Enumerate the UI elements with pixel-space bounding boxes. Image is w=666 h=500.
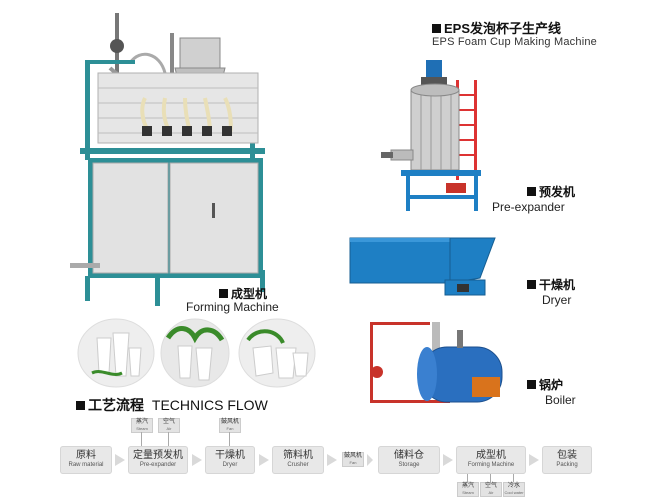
boiler-label-cn: 锅炉 [527,376,563,394]
square-bullet-icon [432,24,441,33]
page-title-cn: EPS发泡杯子生产线 [432,18,561,38]
square-bullet-icon [527,380,536,389]
square-bullet-icon [527,280,536,289]
boiler-image [370,322,503,403]
pre-expander-image [381,60,481,211]
flow-arrow-icon [443,454,453,466]
flow-connector [141,432,142,446]
flow-arrow-icon [327,454,337,466]
flow-arrow-icon [192,454,202,466]
flow-connector [168,432,169,446]
square-bullet-icon [219,289,228,298]
dryer-label-en: Dryer [542,293,572,307]
flow-arrow-icon [367,454,373,466]
foam-cups-photo-1 [77,318,155,388]
page-title-en: EPS Foam Cup Making Machine [432,36,597,48]
flow-arrow-icon [259,454,269,466]
flow-connector [490,474,491,482]
dryer-image [349,237,496,296]
flow-connector [467,474,468,482]
forming-machine-label-en: Forming Machine [186,300,279,314]
flow-connector [229,432,230,446]
flow-arrow-icon [529,454,539,466]
dryer-label-cn: 干燥机 [527,276,575,294]
pre-expander-label-cn: 预发机 [527,183,575,201]
technics-flow-heading: 工艺流程 TECHNICS FLOW [76,395,268,415]
foam-cups-photo-2 [160,318,230,388]
square-bullet-icon [527,187,536,196]
boiler-label-en: Boiler [545,393,576,407]
flow-connector [513,474,514,482]
foam-cups-photo-3 [238,318,316,388]
forming-machine-label-cn: 成型机 [219,285,267,303]
flow-arrow-icon [115,454,125,466]
square-bullet-icon [76,401,85,410]
forming-machine-image [70,13,265,306]
pre-expander-label-en: Pre-expander [492,200,565,214]
